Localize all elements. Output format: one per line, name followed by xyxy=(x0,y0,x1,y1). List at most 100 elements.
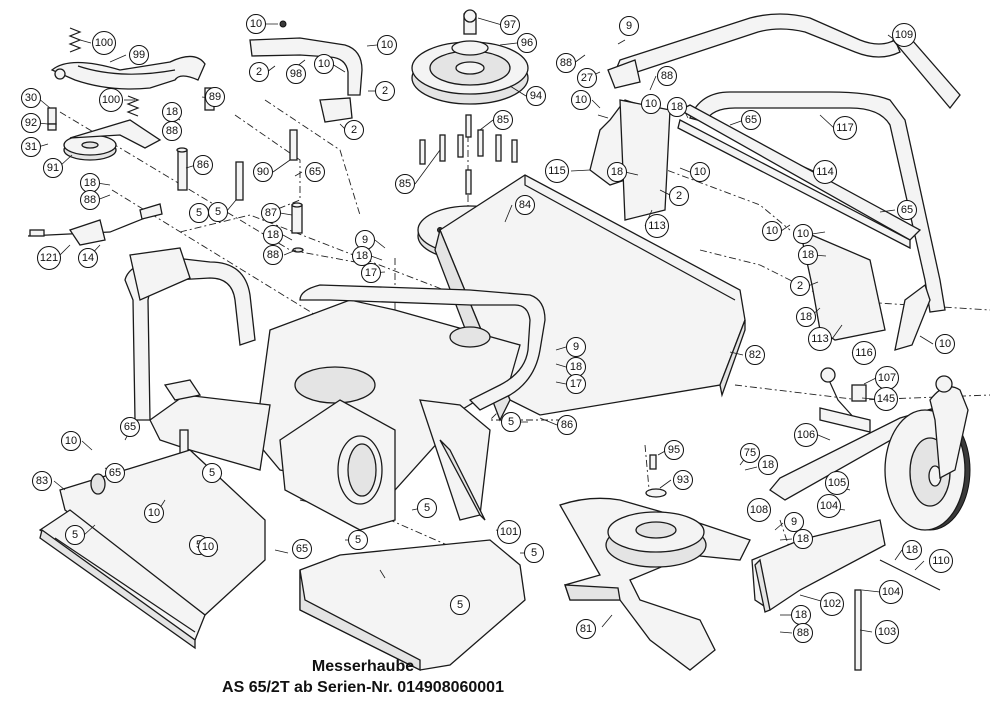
front-flap-83 xyxy=(38,449,266,650)
handle-bars xyxy=(589,13,961,351)
callout-65: 65 xyxy=(105,463,125,483)
callout-5: 5 xyxy=(450,595,470,615)
callout-65: 65 xyxy=(292,539,312,559)
callout-10: 10 xyxy=(198,537,218,557)
callout-17: 17 xyxy=(566,374,586,394)
callout-label: 91 xyxy=(47,162,59,174)
callout-label: 65 xyxy=(309,166,321,178)
callout-circle xyxy=(263,225,283,245)
callout-92: 92 xyxy=(21,113,41,133)
callout-label: 9 xyxy=(573,341,579,353)
callout-circle xyxy=(793,529,813,549)
blade-81 xyxy=(559,454,751,671)
callout-113: 113 xyxy=(808,327,832,351)
callout-label: 100 xyxy=(95,37,113,49)
callout-18: 18 xyxy=(793,529,813,549)
callout-30: 30 xyxy=(21,88,41,108)
callout-circle xyxy=(902,540,922,560)
callout-label: 75 xyxy=(744,447,756,459)
callout-label: 18 xyxy=(797,533,809,545)
callout-label: 10 xyxy=(694,166,706,178)
callout-circle xyxy=(450,595,470,615)
callout-label: 9 xyxy=(791,516,797,528)
callout-circle xyxy=(745,345,765,365)
callout-18: 18 xyxy=(667,97,687,117)
callout-label: 88 xyxy=(166,125,178,137)
callout-81: 81 xyxy=(576,619,596,639)
cover-plate-101 xyxy=(299,539,526,672)
callout-circle xyxy=(524,543,544,563)
callout-circle xyxy=(566,374,586,394)
callout-5: 5 xyxy=(524,543,544,563)
callout-label: 5 xyxy=(355,534,361,546)
callout-circle xyxy=(557,415,577,435)
callout-circle xyxy=(929,549,953,573)
callout-9: 9 xyxy=(619,16,639,36)
callout-label: 90 xyxy=(257,166,269,178)
callout-10: 10 xyxy=(246,14,266,34)
tensioner-assembly xyxy=(47,27,304,253)
callout-circle xyxy=(105,463,125,483)
callout-circle xyxy=(78,248,98,268)
callout-label: 104 xyxy=(820,500,838,512)
callout-label: 93 xyxy=(677,474,689,486)
callout-label: 10 xyxy=(797,228,809,240)
callout-5: 5 xyxy=(65,525,85,545)
callout-label: 65 xyxy=(296,543,308,555)
callout-label: 88 xyxy=(797,627,809,639)
callout-label: 100 xyxy=(102,94,120,106)
callout-circle xyxy=(375,81,395,101)
callout-circle xyxy=(747,498,771,522)
callout-5: 5 xyxy=(348,530,368,550)
callout-label: 99 xyxy=(133,49,145,61)
callout-27: 27 xyxy=(577,68,597,88)
callout-label: 106 xyxy=(797,429,815,441)
callout-label: 9 xyxy=(362,234,368,246)
callout-circle xyxy=(566,337,586,357)
pulley-96 xyxy=(411,9,529,105)
callout-label: 14 xyxy=(82,252,94,264)
callout-106: 106 xyxy=(794,423,818,447)
callout-5: 5 xyxy=(202,463,222,483)
callout-label: 2 xyxy=(256,66,262,78)
callout-110: 110 xyxy=(929,549,953,573)
callout-label: 10 xyxy=(318,58,330,70)
callout-5: 5 xyxy=(208,202,228,222)
callout-circle xyxy=(607,162,627,182)
callout-label: 10 xyxy=(381,39,393,51)
callout-circle xyxy=(246,14,266,34)
callout-89: 89 xyxy=(205,87,225,107)
callout-circle xyxy=(852,341,876,365)
callout-85: 85 xyxy=(395,174,415,194)
callout-label: 18 xyxy=(356,250,368,262)
callout-circle xyxy=(669,186,689,206)
callout-label: 113 xyxy=(811,333,829,345)
callout-circle xyxy=(352,246,372,266)
callout-label: 84 xyxy=(519,199,531,211)
callout-label: 18 xyxy=(166,106,178,118)
callout-label: 88 xyxy=(267,249,279,261)
callout-circle xyxy=(808,327,832,351)
callout-circle xyxy=(641,94,661,114)
callout-105: 105 xyxy=(825,471,849,495)
callout-2: 2 xyxy=(790,276,810,296)
callout-label: 102 xyxy=(823,598,841,610)
callout-circle xyxy=(286,64,306,84)
callout-label: 17 xyxy=(570,378,582,390)
callout-label: 65 xyxy=(745,114,757,126)
callout-circle xyxy=(80,190,100,210)
callout-104: 104 xyxy=(879,580,903,604)
callout-label: 2 xyxy=(382,85,388,97)
callout-2: 2 xyxy=(344,120,364,140)
callout-circle xyxy=(619,16,639,36)
bracket-98 xyxy=(249,20,363,123)
callout-114: 114 xyxy=(813,160,837,184)
callout-86: 86 xyxy=(557,415,577,435)
callout-10: 10 xyxy=(314,54,334,74)
callout-label: 88 xyxy=(661,70,673,82)
callout-116: 116 xyxy=(852,341,876,365)
callout-label: 18 xyxy=(762,459,774,471)
callout-circle xyxy=(21,88,41,108)
callout-label: 31 xyxy=(25,141,37,153)
callout-circle xyxy=(417,498,437,518)
